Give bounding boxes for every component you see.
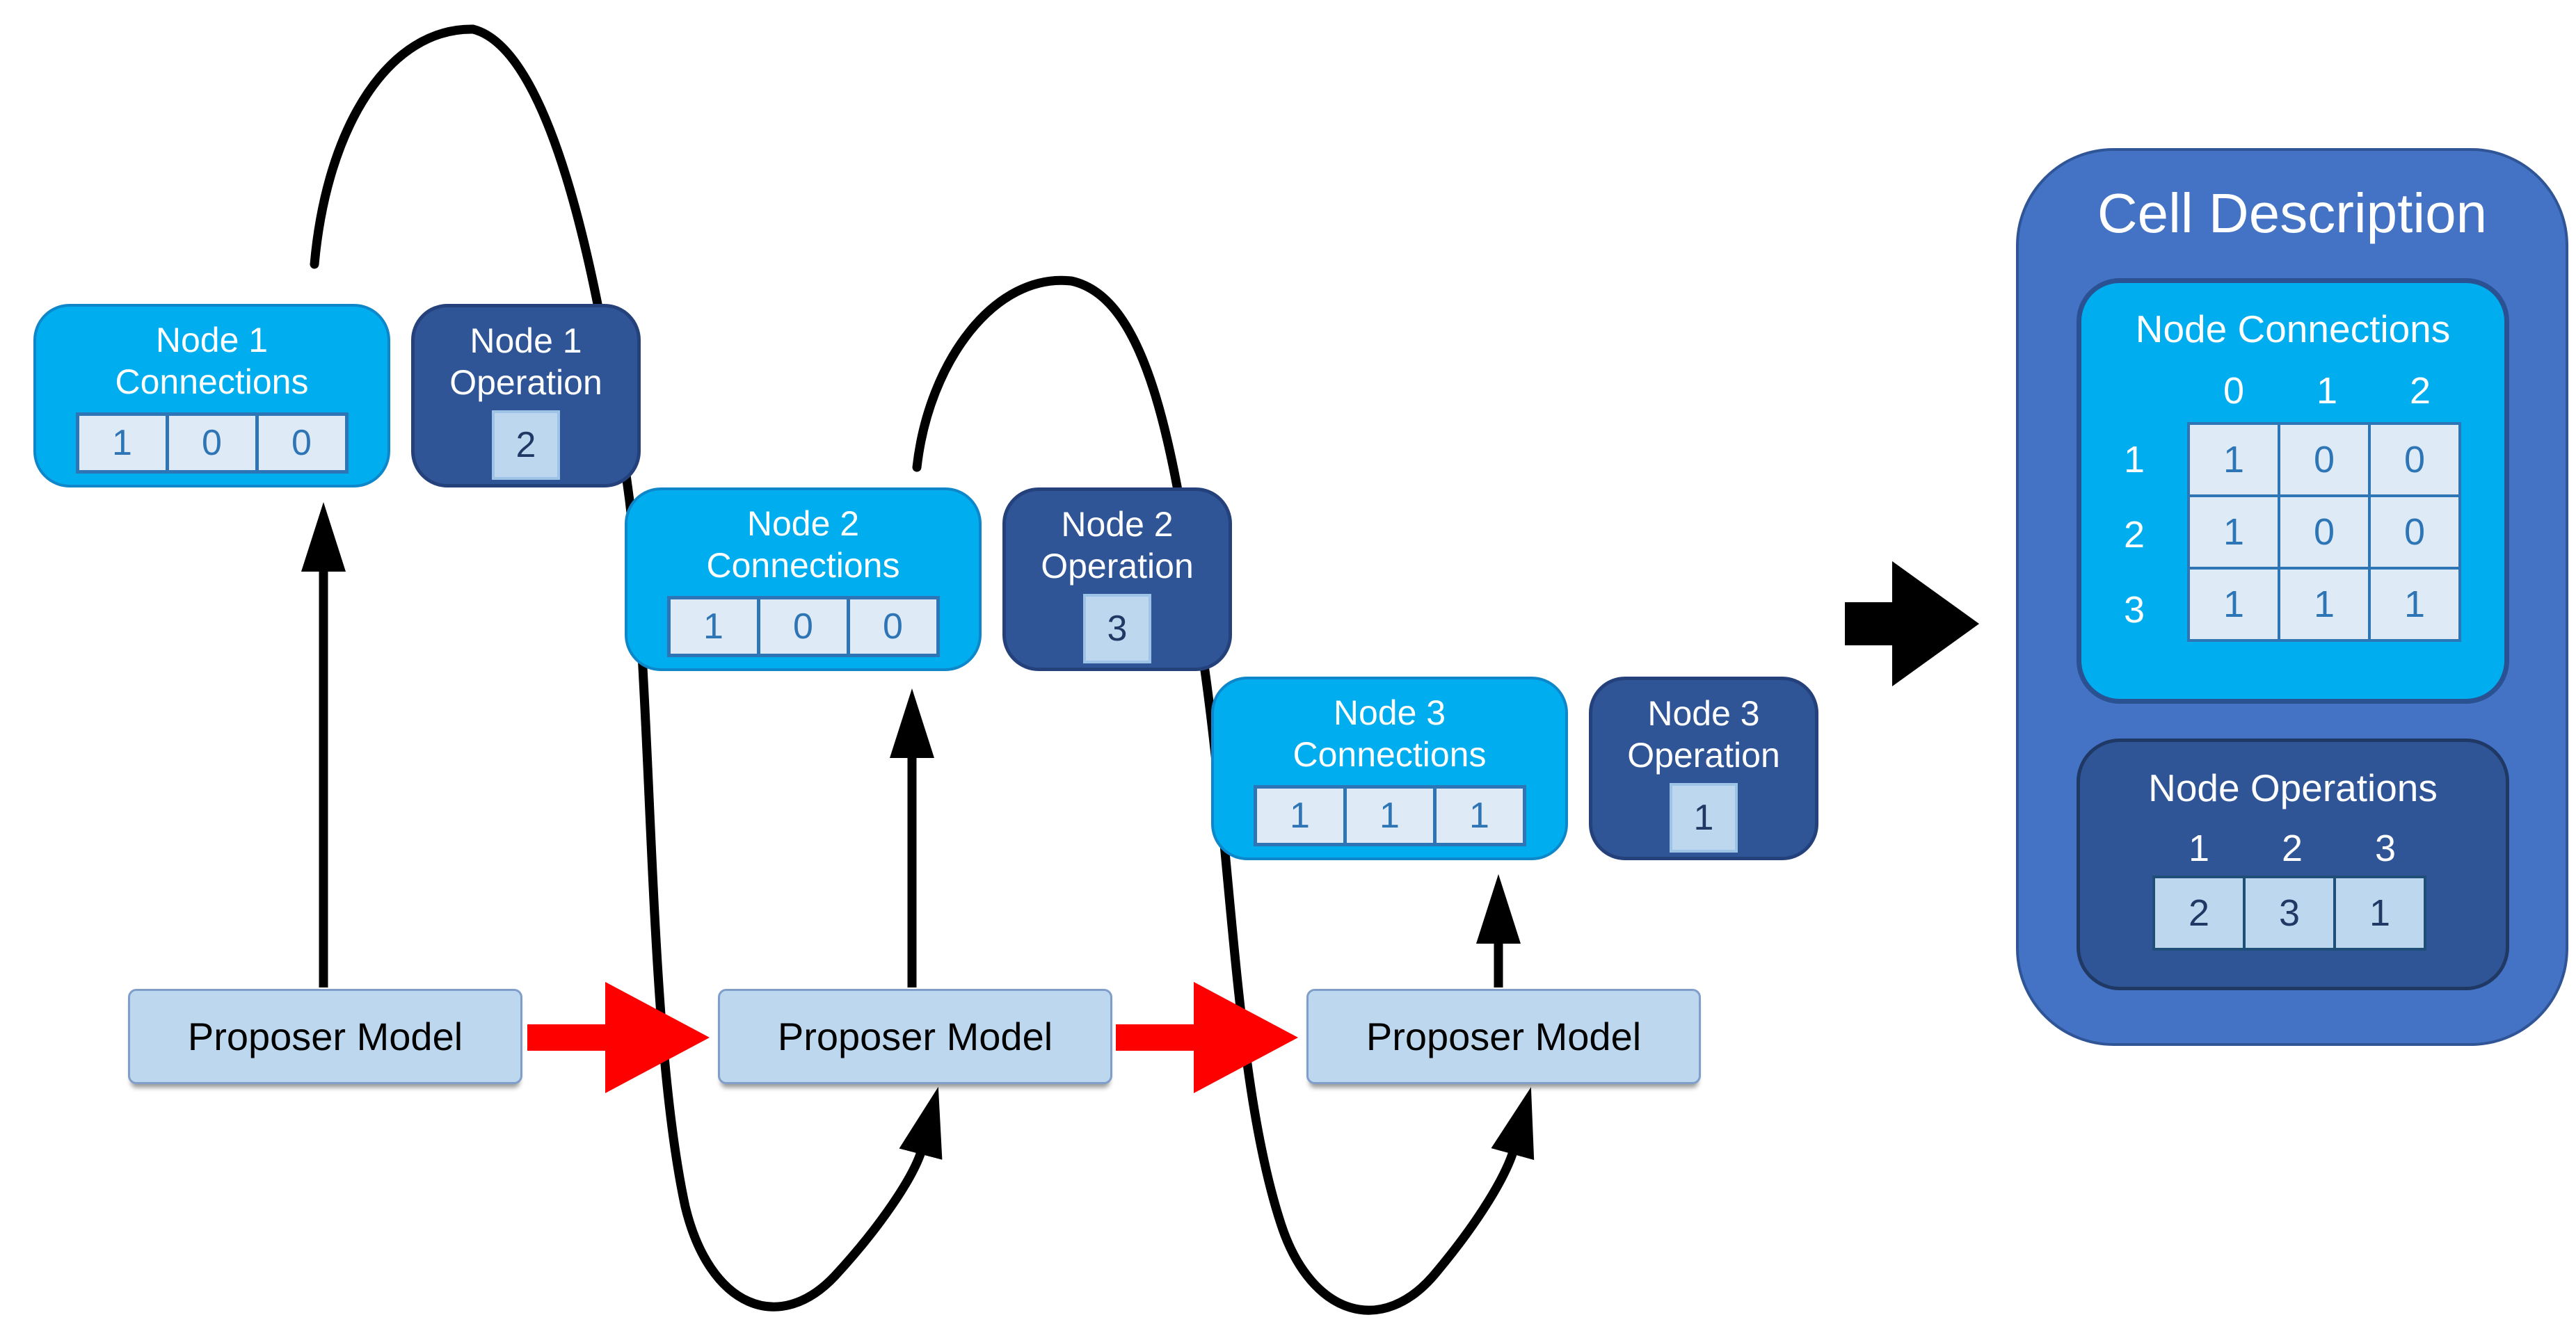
matrix-cell: 0 — [2278, 494, 2371, 570]
node-2-operation-title-line1: Node 2 — [1061, 505, 1174, 544]
column-header: 2 — [2409, 370, 2431, 412]
proposer-model-2-label: Proposer Model — [777, 1015, 1053, 1058]
row-header: 2 — [2123, 514, 2145, 556]
connection-cell: 0 — [846, 596, 940, 657]
column-header: 1 — [2188, 828, 2210, 869]
operation-value-cell: 1 — [2333, 876, 2426, 951]
node-operations-column-headers: 1 2 3 — [2152, 827, 2506, 870]
node-2-operation-title-line2: Operation — [1041, 547, 1194, 586]
column-header: 1 — [2316, 370, 2338, 412]
node-2-connections-cells: 1 0 0 — [627, 596, 979, 657]
node-2-operation-box: Node 2 Operation 3 — [1002, 487, 1232, 671]
node-3-connections-title-line1: Node 3 — [1333, 693, 1446, 732]
matrix-cell: 0 — [2368, 494, 2461, 570]
connection-cell: 1 — [1253, 785, 1347, 846]
node-3-operation-box: Node 3 Operation 1 — [1589, 677, 1818, 860]
node-3-connections-title-line2: Connections — [1293, 735, 1487, 774]
node-connections-title: Node Connections — [2135, 307, 2451, 350]
node-3-connections-cells: 1 1 1 — [1214, 785, 1565, 846]
matrix-cell: 1 — [2368, 567, 2461, 642]
node-2-connections-title-line2: Connections — [706, 546, 900, 585]
connection-cell: 1 — [666, 596, 760, 657]
operation-cell: 3 — [1083, 594, 1151, 663]
table-row: 1 1 1 — [2187, 567, 2461, 642]
cell-description-title: Cell Description — [2097, 182, 2488, 244]
node-operations-panel: Node Operations 1 2 3 2 3 1 — [2077, 739, 2509, 990]
cell-description-panel: Cell Description Node Connections 0 1 2 … — [2016, 148, 2568, 1046]
row-header: 1 — [2123, 439, 2145, 481]
proposer-model-2: Proposer Model — [718, 989, 1112, 1084]
matrix-cell: 1 — [2187, 567, 2280, 642]
column-header: 2 — [2281, 828, 2303, 869]
row-header: 3 — [2123, 589, 2145, 631]
node-3-operation-title-line2: Operation — [1627, 736, 1780, 775]
node-1-operation-title-line1: Node 1 — [470, 321, 582, 360]
matrix-cell: 1 — [2187, 422, 2280, 497]
matrix-cell: 1 — [2187, 494, 2280, 570]
proposer-model-1-label: Proposer Model — [187, 1015, 463, 1058]
node-connections-panel: Node Connections 0 1 2 1 2 3 1 0 0 — [2077, 278, 2509, 704]
connection-cell: 0 — [165, 412, 259, 474]
operation-value-cell: 2 — [2152, 876, 2246, 951]
node-2-connections-box: Node 2 Connections 1 0 0 — [625, 487, 982, 671]
matrix-cell: 0 — [2278, 422, 2371, 497]
connection-cell: 1 — [1343, 785, 1437, 846]
operation-cell: 1 — [1670, 783, 1738, 853]
node-connections-table: 1 2 3 1 0 0 1 0 0 1 — [2081, 422, 2504, 647]
column-header: 0 — [2223, 370, 2245, 412]
connection-cell: 1 — [1432, 785, 1526, 846]
connection-cell: 0 — [255, 412, 349, 474]
node-3-operation-title-line1: Node 3 — [1647, 694, 1760, 733]
node-2-connections-title-line1: Node 2 — [746, 504, 860, 543]
proposer-model-3: Proposer Model — [1306, 989, 1701, 1084]
node-1-connections-title-line1: Node 1 — [155, 321, 269, 360]
matrix-cell: 1 — [2278, 567, 2371, 642]
proposer-model-3-label: Proposer Model — [1366, 1015, 1642, 1058]
node-operations-cells: 2 3 1 — [2152, 876, 2506, 951]
matrix-cell: 0 — [2368, 422, 2461, 497]
node-operations-title: Node Operations — [2148, 766, 2438, 809]
node-connections-column-headers: 0 1 2 — [2187, 369, 2504, 412]
connection-cell: 0 — [756, 596, 850, 657]
node-1-connections-title-line2: Connections — [115, 362, 309, 401]
table-row: 1 0 0 — [2187, 494, 2461, 570]
node-3-connections-box: Node 3 Connections 1 1 1 — [1211, 677, 1568, 860]
proposer-model-1: Proposer Model — [128, 989, 522, 1084]
operation-value-cell: 3 — [2243, 876, 2336, 951]
node-1-operation-title-line2: Operation — [449, 363, 602, 402]
node-connections-grid: 1 0 0 1 0 0 1 1 1 — [2187, 422, 2461, 647]
operation-cell: 2 — [492, 410, 560, 480]
node-connections-row-headers: 1 2 3 — [2081, 422, 2187, 647]
node-1-connections-cells: 1 0 0 — [36, 412, 387, 474]
table-row: 1 0 0 — [2187, 422, 2461, 497]
column-header: 3 — [2374, 828, 2397, 869]
node-1-connections-box: Node 1 Connections 1 0 0 — [33, 304, 390, 487]
connection-cell: 1 — [75, 412, 169, 474]
node-1-operation-box: Node 1 Operation 2 — [411, 304, 641, 487]
